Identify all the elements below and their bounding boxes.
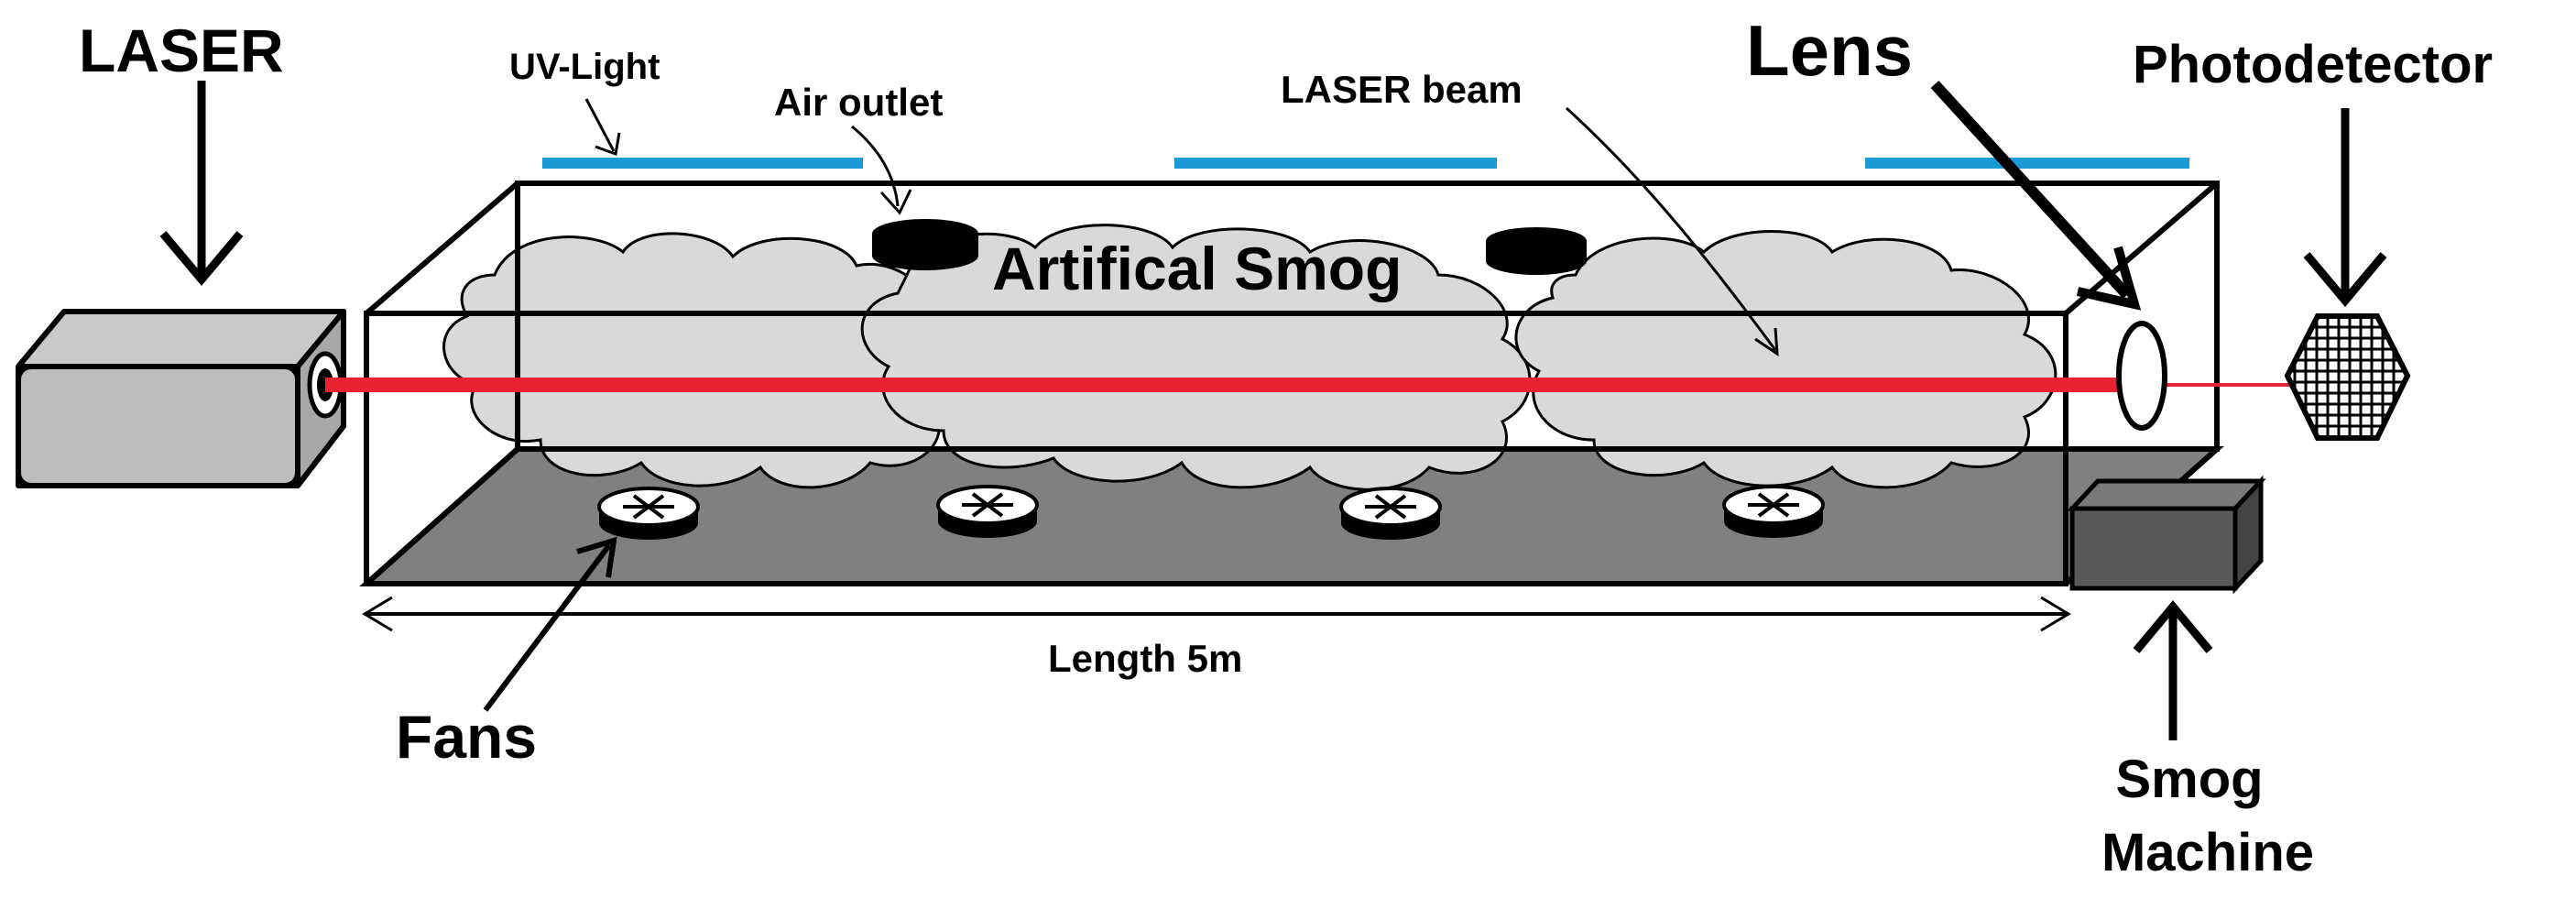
label-laser: LASER (79, 16, 284, 84)
uv-light-bar (1174, 158, 1497, 169)
air-outlet-disc (872, 219, 978, 270)
fans (597, 485, 1825, 540)
chamber-box (364, 181, 2220, 586)
grid-hexagon-icon (2284, 313, 2411, 441)
uv-light-bars (542, 158, 2189, 169)
label-air-outlet: Air outlet (774, 81, 943, 124)
fan-icon (936, 485, 1039, 538)
smog-cloud-center (860, 224, 1532, 491)
fan-icon (597, 487, 700, 540)
chamber-front-face (364, 311, 2068, 586)
uv-light-bar (542, 158, 863, 169)
ellipse-lens-icon (2116, 321, 2167, 431)
label-laser-beam: LASER beam (1281, 68, 1523, 111)
label-artificial-smog: Artifical Smog (992, 235, 1402, 302)
label-uv-light: UV-Light (509, 47, 660, 87)
length-dimension (362, 596, 2071, 632)
air-outlet-disc (1486, 227, 1587, 275)
fan-icon (1339, 487, 1442, 540)
fan-icon (1722, 485, 1825, 538)
smog-machine (2067, 475, 2266, 595)
smog-cloud-group (442, 224, 2058, 491)
label-smog-machine-line2: Machine (2101, 823, 2314, 882)
smog-cloud-right (1514, 230, 2058, 489)
uv-light-bar (1865, 158, 2189, 169)
label-lens: Lens (1746, 10, 1913, 91)
smog-cloud-left (442, 232, 966, 489)
label-smog-machine-line1: Smog (2115, 750, 2263, 809)
laser-beam (325, 378, 2125, 392)
pointer-arrows (159, 80, 2387, 740)
laser-device (16, 309, 346, 488)
label-photodetector: Photodetector (2133, 35, 2493, 94)
air-outlets (872, 219, 1587, 275)
label-length: Length 5m (1048, 637, 1242, 680)
label-fans: Fans (396, 703, 537, 771)
